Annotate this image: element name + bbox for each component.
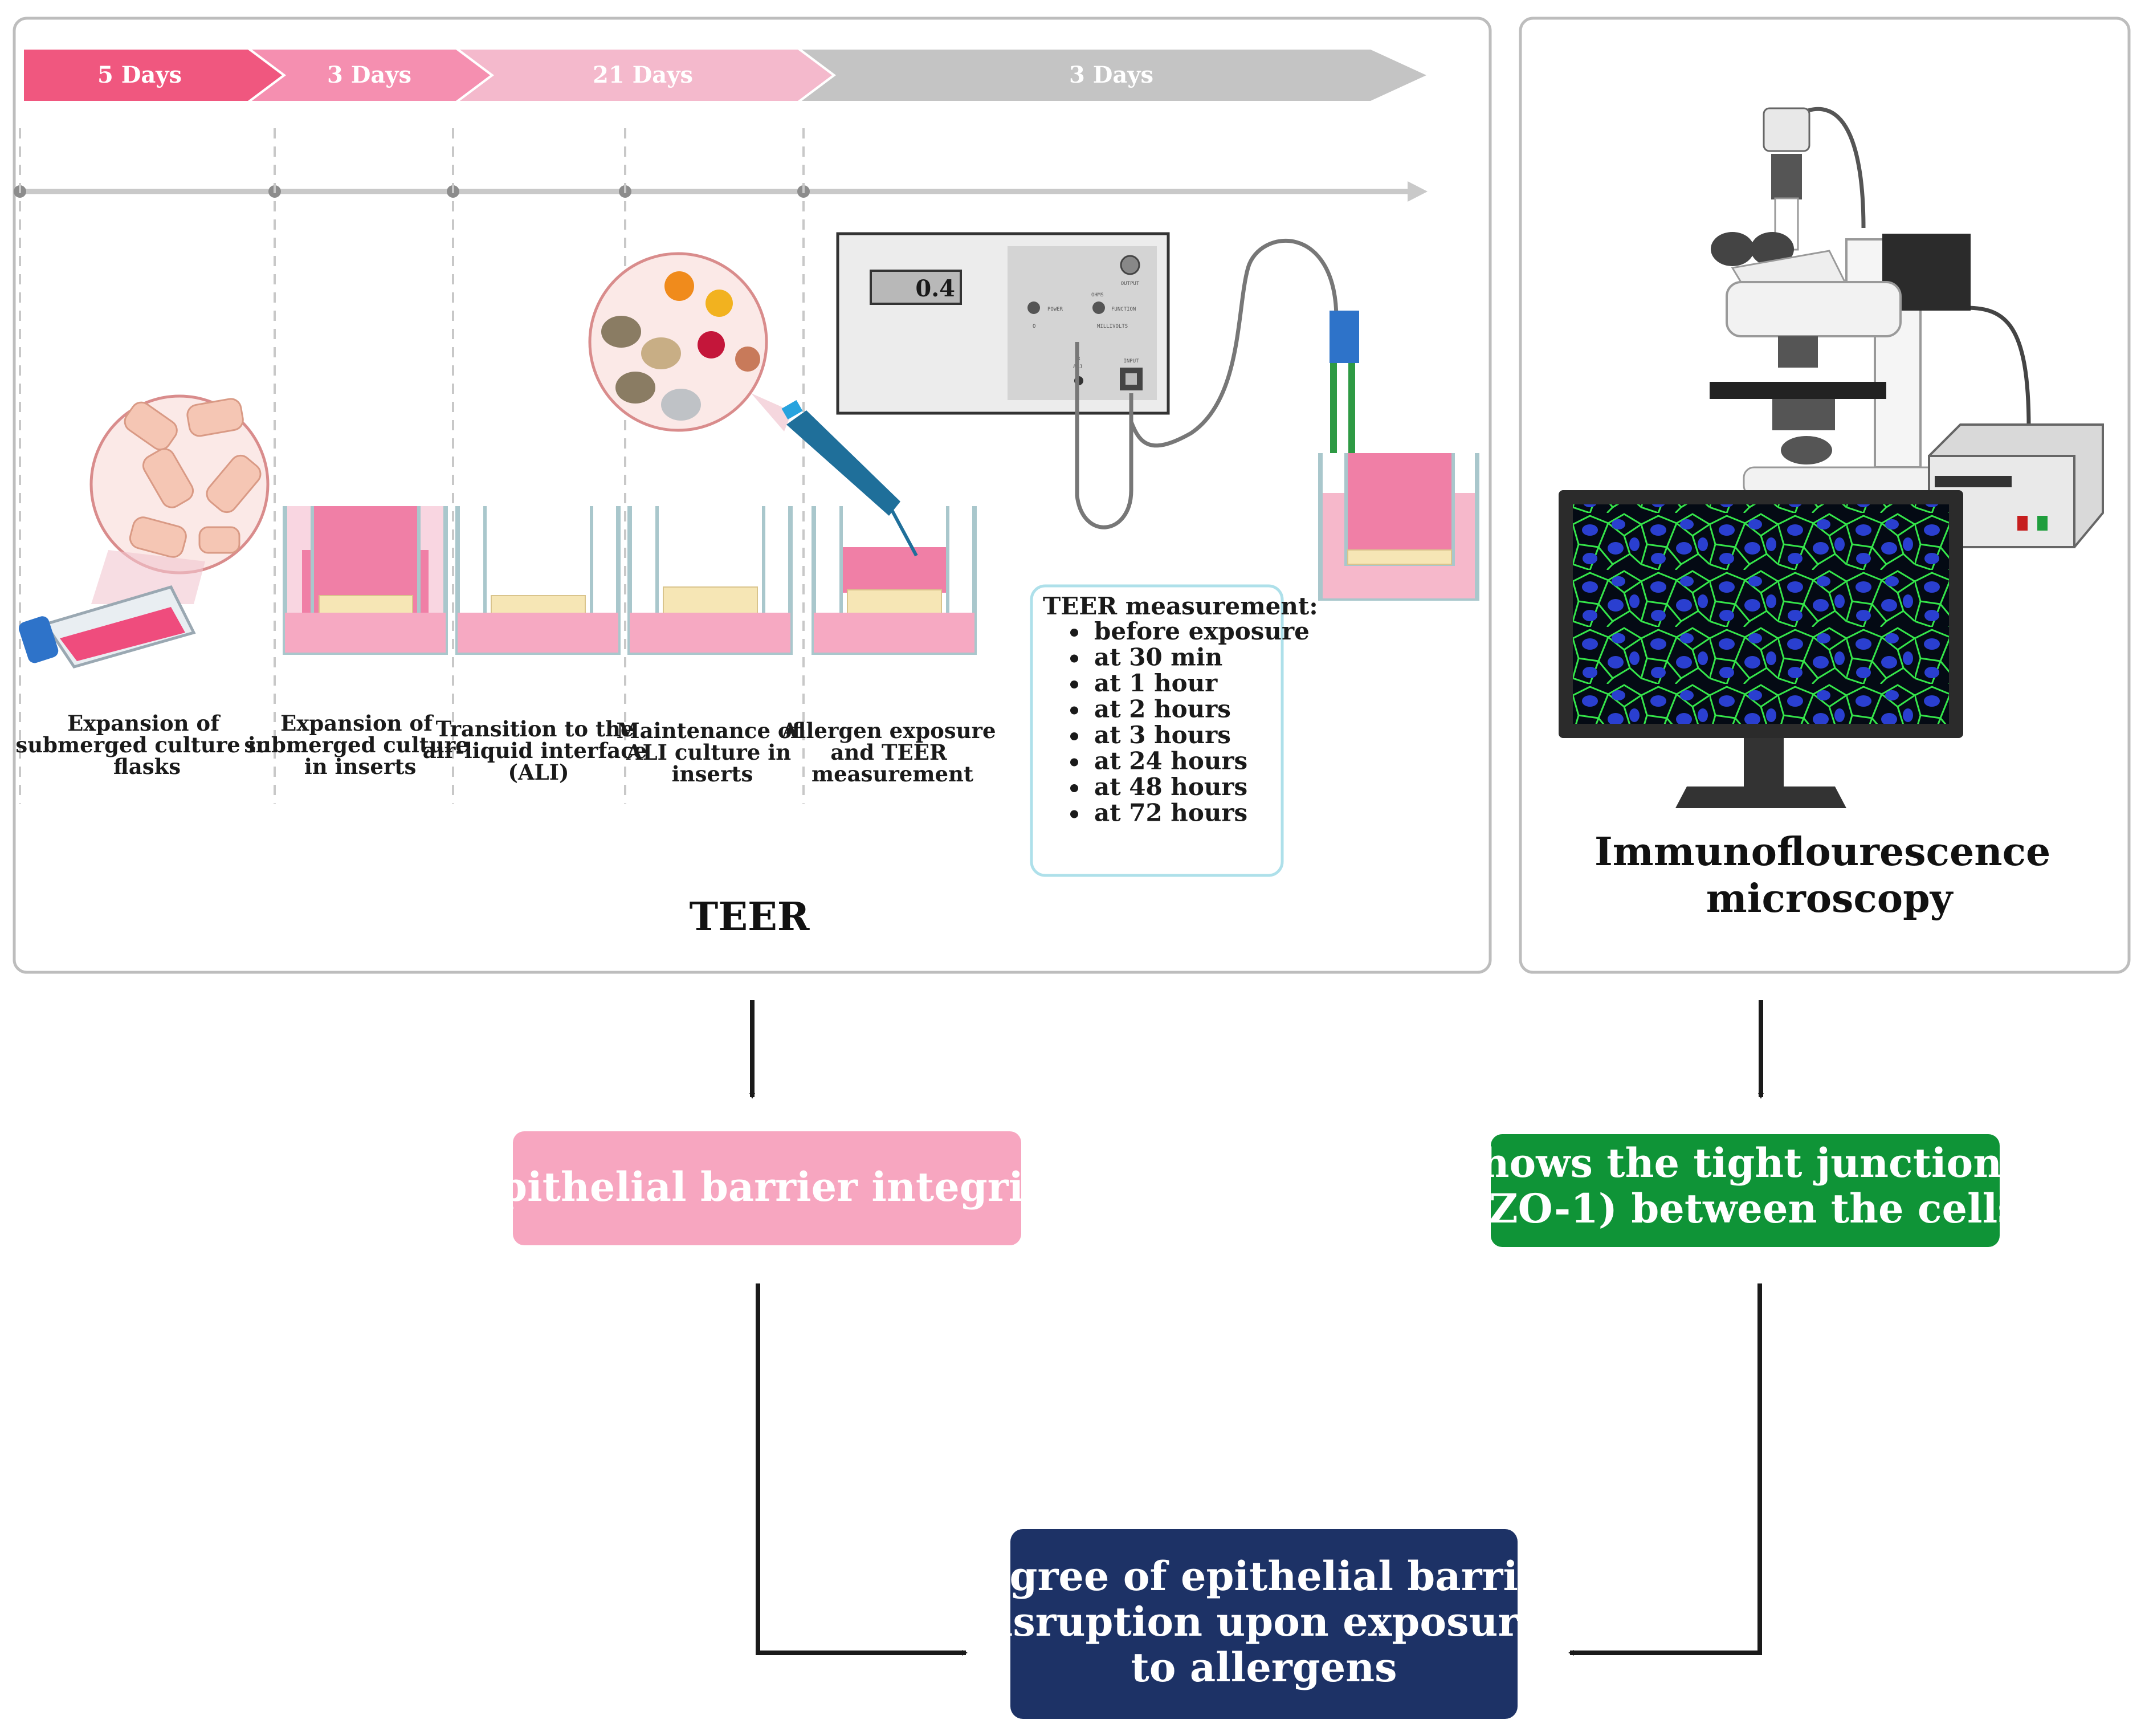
- monitor: [1559, 490, 1963, 808]
- teer-item: at 30 min: [1094, 643, 1222, 671]
- stage-2-label: Expansion of submerged culture in insert…: [244, 711, 476, 779]
- meter-ohms-label: OHMS: [1091, 292, 1104, 298]
- phase-2-label: 3 Days: [327, 62, 411, 88]
- measurement-insert: [1318, 453, 1479, 601]
- stage-labels: Expansion of submerged culture in flasks…: [15, 711, 1004, 787]
- stage-dividers: [19, 128, 805, 804]
- meter-input-label: INPUT: [1123, 358, 1139, 364]
- meter-millivolts-label: MILLIVOLTS: [1097, 324, 1128, 329]
- power-supply: [1928, 423, 2104, 548]
- phase-1-label: 5 Days: [97, 62, 182, 88]
- teer-item: before exposure: [1094, 617, 1310, 645]
- final-outcome-box: Degree of epithelial barrier disruption …: [949, 1529, 1578, 1719]
- stage-1-label: Expansion of submerged culture in flasks: [15, 711, 278, 779]
- phase-4-label: 3 Days: [1069, 62, 1153, 88]
- teer-item-bullet: [1070, 784, 1078, 792]
- phase-bar: 5 Days 3 Days 21 Days 3 Days: [24, 50, 1426, 101]
- electrode-cable: [1075, 238, 1339, 529]
- meter-function-label: FUNCTION: [1111, 307, 1136, 312]
- phase-4: [802, 50, 1426, 101]
- phase-1: [24, 50, 282, 101]
- teer-item: at 24 hours: [1094, 747, 1247, 775]
- teer-item-bullet: [1070, 758, 1078, 767]
- phase-2: [252, 50, 490, 101]
- teer-box-title: TEER measurement:: [1043, 592, 1318, 620]
- integrity-box-text: Epithelial barrier integrity: [469, 1163, 1067, 1211]
- phase-3-label: 21 Days: [593, 62, 693, 88]
- insert-2: [283, 506, 448, 655]
- flow-arrows: [749, 1000, 1764, 1656]
- microscopy-title: Immunoflourescence microscopy: [1595, 829, 2064, 922]
- allergen-illustration: [588, 252, 918, 557]
- teer-item-bullet: [1070, 680, 1078, 688]
- teer-item-bullet: [1070, 706, 1078, 715]
- teer-item: at 2 hours: [1094, 695, 1231, 723]
- arrow-junctions-to-final: [1568, 1283, 1762, 1656]
- teer-item: at 1 hour: [1094, 669, 1218, 697]
- meter-output-label: OUTPUT: [1121, 281, 1140, 287]
- phase-3: [460, 50, 832, 101]
- teer-item: at 48 hours: [1094, 773, 1247, 801]
- meter-power-label: POWER: [1047, 307, 1063, 312]
- teer-item-bullet: [1070, 810, 1078, 818]
- insert-4: [627, 506, 793, 655]
- arrow-integrity-to-final: [756, 1283, 968, 1656]
- microscope-illustration: [1710, 107, 2031, 497]
- tight-junctions-box-text: Shows the tight junctions (ZO-1) between…: [1451, 1139, 2038, 1232]
- integrity-box: Epithelial barrier integrity: [469, 1131, 1067, 1245]
- insert-5: [811, 506, 977, 655]
- meter-display: 0.4: [915, 275, 955, 302]
- teer-item: at 3 hours: [1094, 721, 1231, 749]
- stage-3-label: Transition to the air-liquid interface (…: [423, 716, 655, 785]
- teer-meter: 0.4 OUTPUT POWER O OHMS FUNCTION MILLIVO…: [836, 232, 1170, 415]
- meter-o-label: O: [1033, 324, 1035, 329]
- teer-item: at 72 hours: [1094, 799, 1247, 827]
- teer-item-bullet: [1070, 732, 1078, 740]
- teer-item-bullet: [1070, 629, 1078, 637]
- insert-3: [455, 506, 621, 655]
- tight-junctions-box: Shows the tight junctions (ZO-1) between…: [1451, 1134, 2038, 1247]
- final-outcome-text: Degree of epithelial barrier disruption …: [949, 1552, 1578, 1691]
- stage-4-label: Maintenance of ALI culture in inserts: [617, 718, 809, 787]
- teer-title: TEER: [690, 894, 810, 940]
- teer-item-bullet: [1070, 654, 1078, 663]
- zo1-fluorescence-image: [1573, 504, 1949, 724]
- stage-5-label: Allergen exposure and TEER measurement: [781, 718, 1004, 787]
- flask-illustration: [19, 394, 270, 669]
